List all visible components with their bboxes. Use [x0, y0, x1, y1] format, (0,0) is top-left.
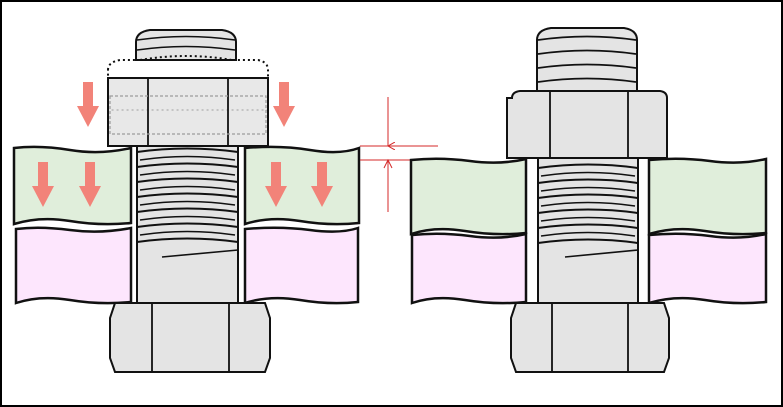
lower-plate-right [647, 232, 768, 305]
panel-after [409, 27, 768, 373]
lower-plate-left [410, 232, 528, 305]
threaded-shank-icon [537, 157, 639, 304]
force-arrow-icon [77, 82, 99, 127]
upper-plate-right [647, 157, 768, 236]
lower-plate-left [14, 226, 133, 305]
threaded-shank-icon [136, 145, 239, 304]
bolt-head-icon [510, 302, 670, 373]
bolt-tip-icon [135, 29, 237, 61]
nut-icon [506, 90, 668, 159]
upper-plate-left [12, 145, 133, 226]
force-arrow-icon [273, 82, 295, 127]
nut-icon [107, 77, 269, 147]
force-arrow-icon [265, 162, 287, 207]
force-arrows [32, 82, 333, 207]
force-arrow-icon [32, 162, 54, 207]
lower-plate-right [243, 226, 360, 305]
bolt-tip-icon [536, 27, 638, 93]
bolt-head-icon [109, 302, 271, 373]
force-arrow-icon [79, 162, 101, 207]
force-arrow-icon [311, 162, 333, 207]
upper-plate-right [243, 145, 361, 226]
panel-before [12, 29, 438, 373]
upper-plate-left [409, 157, 528, 236]
nut-initial-outline-icon [107, 55, 269, 111]
